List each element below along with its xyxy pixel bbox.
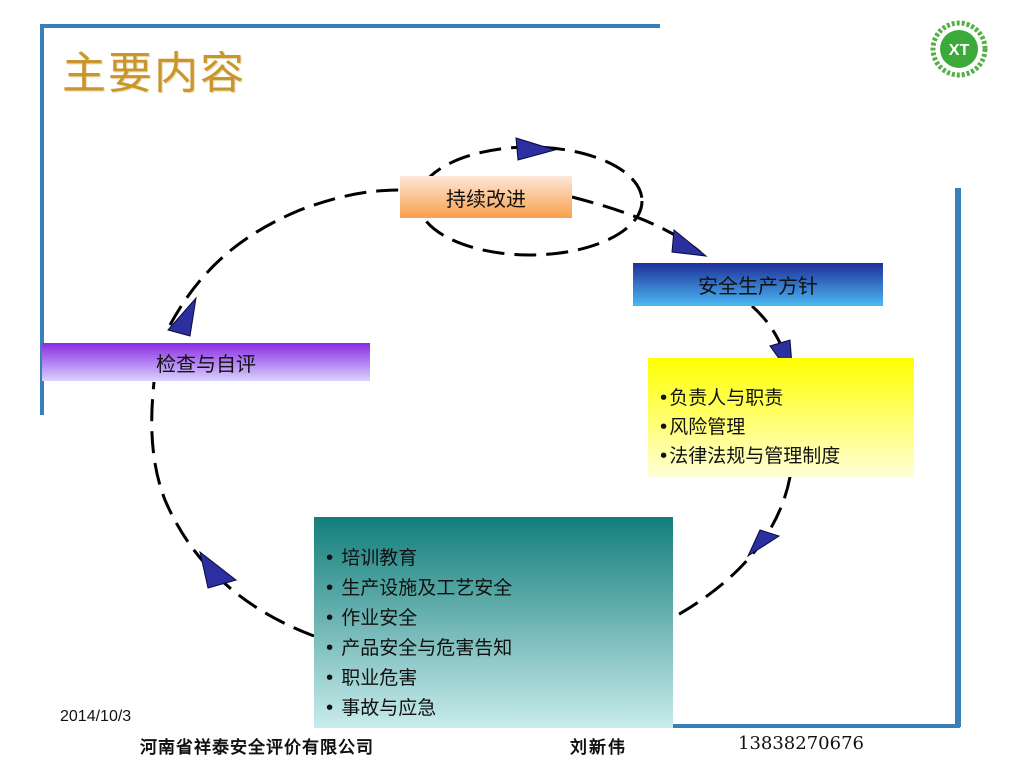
footer-phone: 13838270676	[738, 733, 864, 754]
safety-policy-box: 安全生产方针	[633, 263, 883, 306]
arrowhead-bottom-left	[199, 550, 238, 589]
connector-check-improve	[168, 188, 401, 326]
list-item: 产品安全与危害告知	[324, 633, 673, 663]
arrowhead-policy	[671, 229, 708, 257]
continuous-improvement-box: 持续改进	[400, 176, 572, 218]
list-item: 培训教育	[324, 543, 673, 573]
svg-text:XT: XT	[949, 42, 970, 59]
list-item: 法律法规与管理制度	[658, 442, 914, 471]
inspection-box: 检查与自评	[42, 343, 370, 381]
arrowhead-top	[515, 137, 557, 161]
responsibility-box: 负责人与职责 风险管理 法律法规与管理制度	[648, 358, 914, 477]
list-item: 负责人与职责	[658, 384, 914, 413]
footer-company: 河南省祥泰安全评价有限公司	[140, 738, 374, 758]
connector-train-check	[150, 381, 315, 638]
footer-person: 刘新伟	[570, 738, 627, 758]
list-item: 风险管理	[658, 413, 914, 442]
list-item: 作业安全	[324, 603, 673, 633]
arrowhead-train	[746, 529, 781, 558]
connector-policy-resp	[751, 304, 788, 359]
connector-resp-train	[675, 476, 792, 618]
connector-improve-policy	[571, 195, 701, 254]
page-title: 主要内容	[62, 48, 246, 99]
operations-box: 培训教育 生产设施及工艺安全 作业安全 产品安全与危害告知 职业危害 事故与应急	[314, 517, 673, 728]
list-item: 生产设施及工艺安全	[324, 573, 673, 603]
list-item: 职业危害	[324, 663, 673, 693]
list-item: 事故与应急	[324, 693, 673, 723]
footer-date: 2014/10/3	[60, 708, 132, 725]
arrowhead-check	[167, 296, 197, 337]
company-logo: XT	[930, 20, 988, 78]
